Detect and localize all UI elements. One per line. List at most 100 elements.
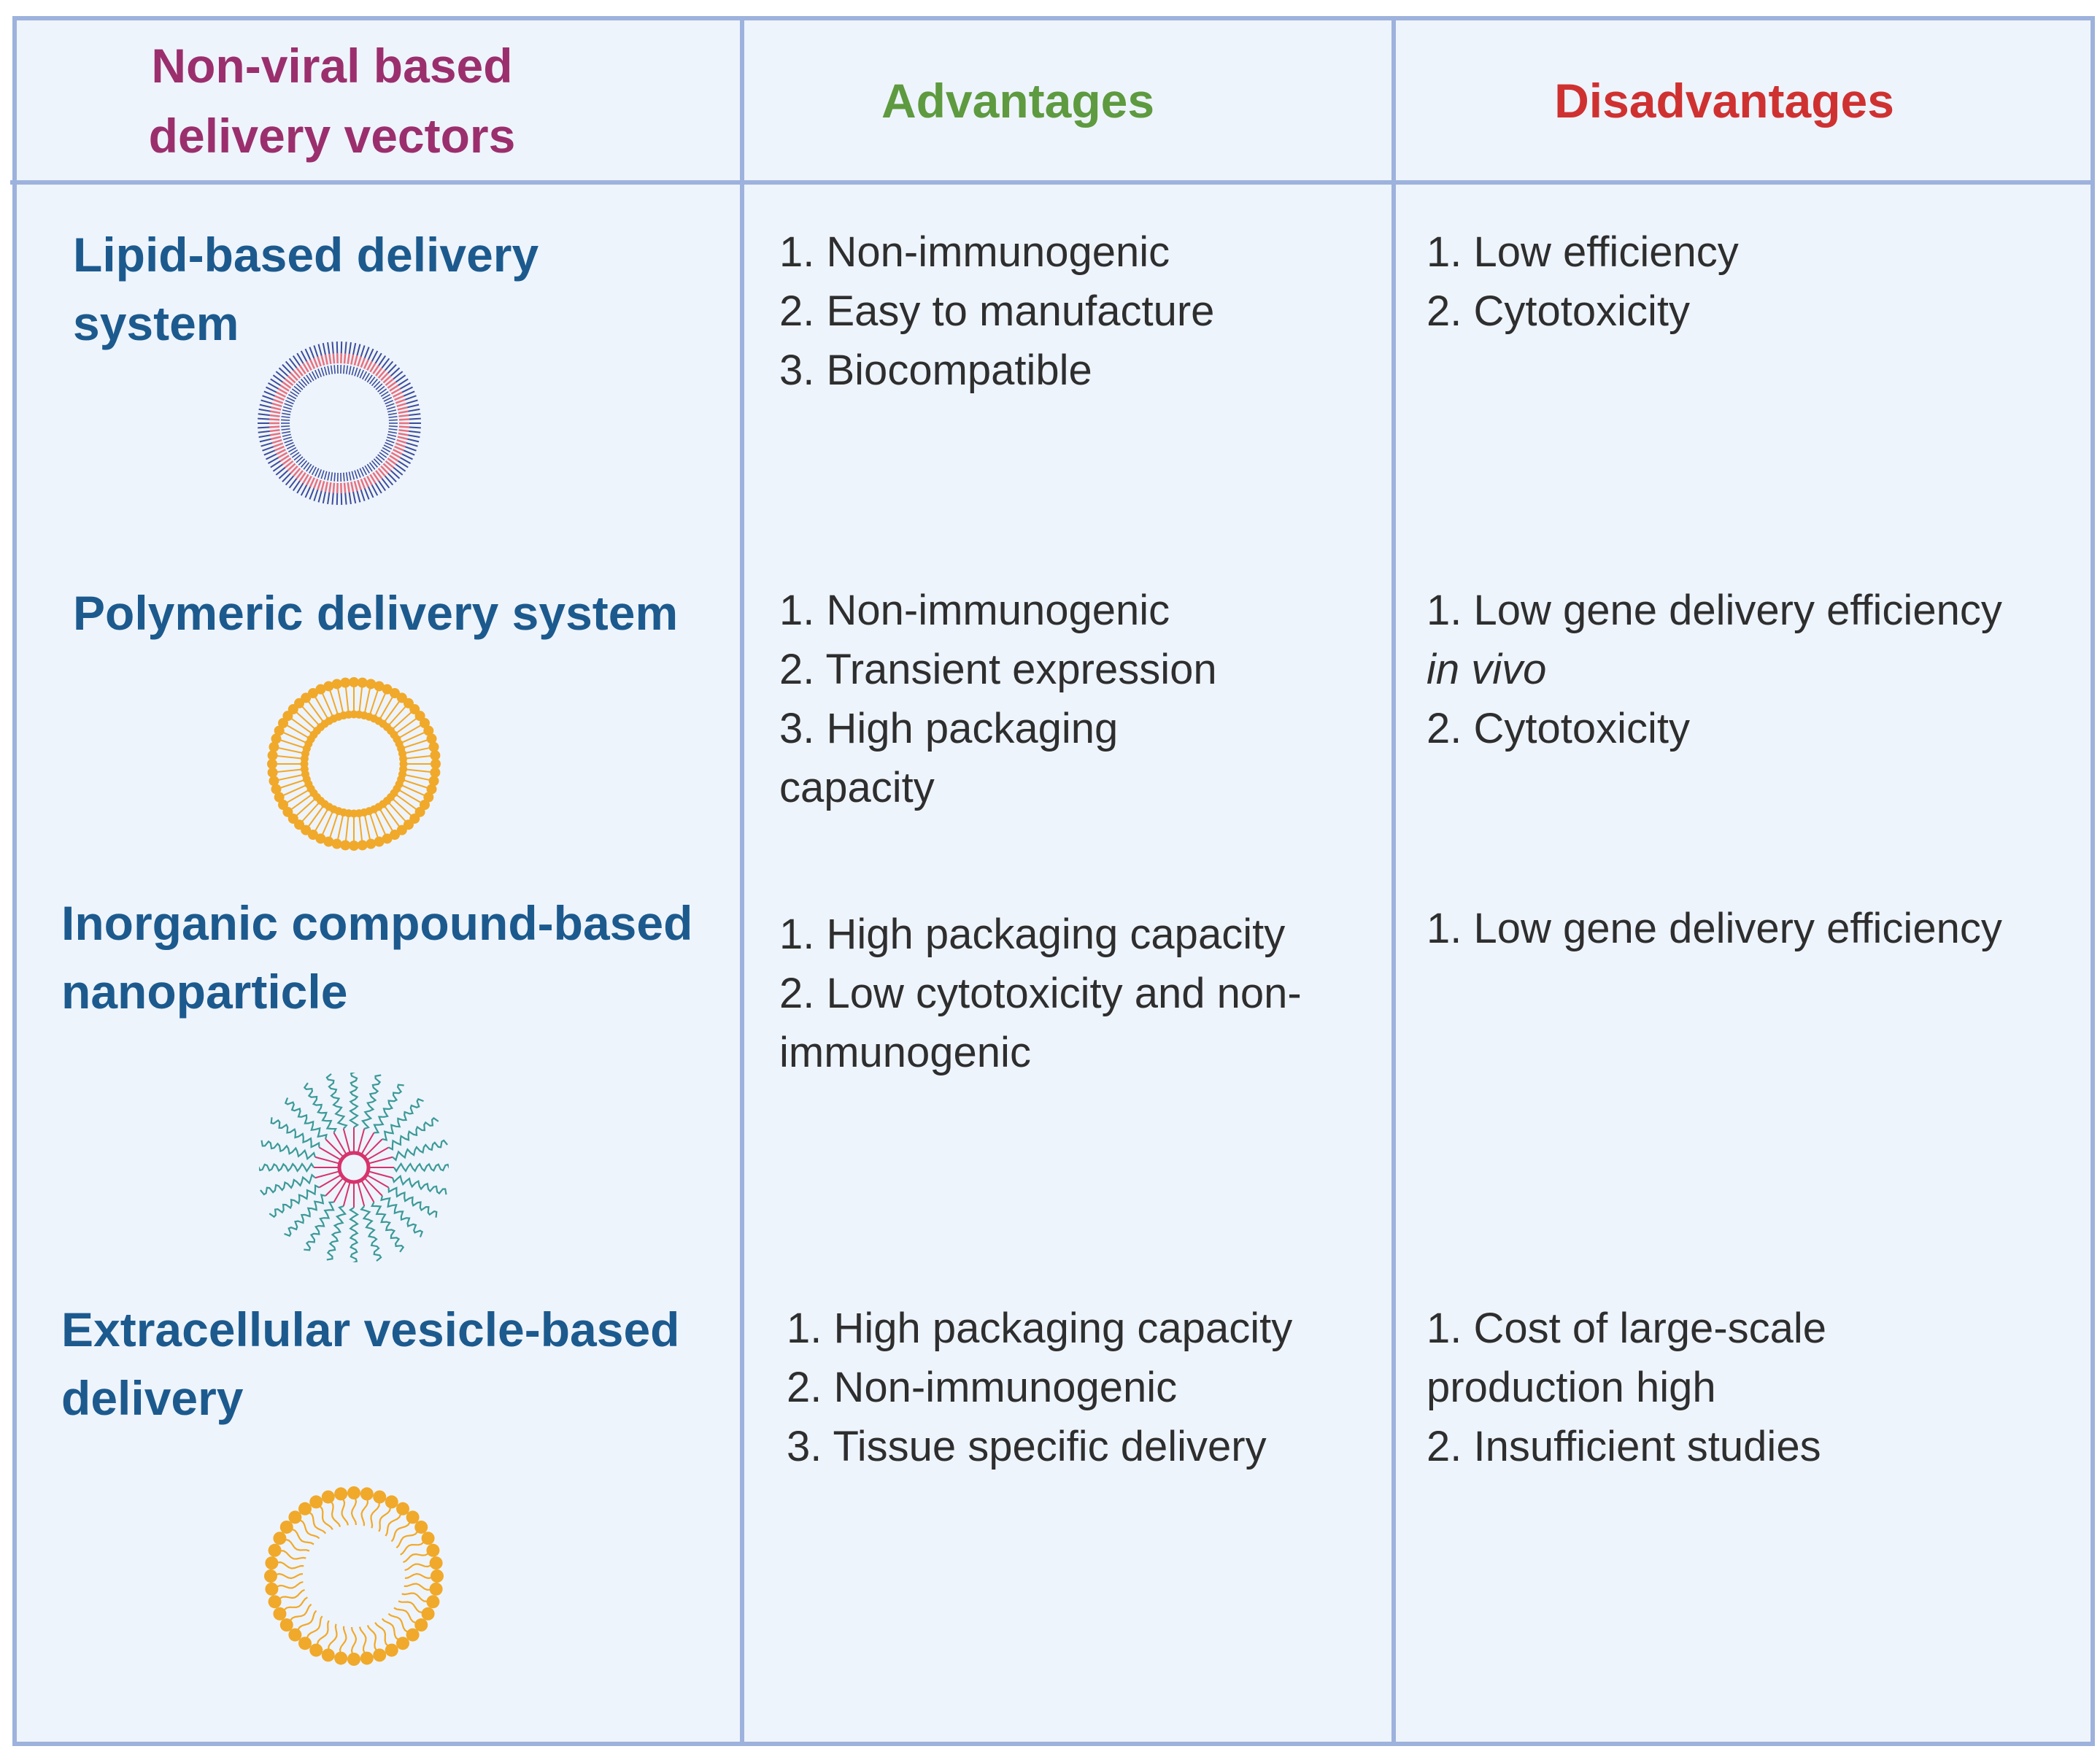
vesicle-head [298, 1502, 312, 1515]
polymer-tail [295, 710, 316, 730]
table-background [12, 16, 2095, 1746]
polymer-outer-head [315, 833, 326, 844]
advantages-list-lipid: 1. Non-immunogenic 2. Easy to manufactur… [779, 223, 1214, 400]
inorganic-linker [325, 1178, 344, 1197]
lipid-inner-tail [282, 409, 291, 413]
inorganic-chain [325, 1073, 348, 1130]
polymer-tail [369, 814, 379, 840]
polymer-outer-head [382, 833, 393, 844]
list-item: production high [1427, 1364, 1716, 1411]
lipid-head [290, 372, 298, 382]
inorganic-chain [303, 1082, 337, 1133]
polymer-tail [392, 710, 413, 730]
lipid-inner-tail [364, 465, 370, 474]
inorganic-chain [284, 1097, 328, 1140]
lipid-inner-tail [382, 447, 391, 453]
inorganic-chain [270, 1117, 320, 1148]
inorganic-nanoparticle-icon [259, 1073, 449, 1262]
polymer-outer-head [340, 677, 351, 688]
lipid-head [372, 365, 380, 375]
lipid-inner-tail [317, 469, 323, 478]
vesicle-head [373, 1648, 387, 1662]
lipid-head [385, 460, 395, 468]
polymer-tail [398, 724, 423, 738]
polymer-outer-head [267, 759, 277, 769]
polymer-outer-head [357, 840, 368, 851]
inorganic-chain [348, 1073, 360, 1128]
lipid-inner-tail [298, 458, 306, 466]
lipid-head [350, 354, 355, 365]
vesicle-head [273, 1532, 287, 1545]
list-item: immunogenic [779, 1029, 1031, 1076]
list-item: 2. Transient expression [779, 646, 1217, 693]
polymer-outer-head [430, 750, 441, 761]
vesicle-head [396, 1637, 410, 1650]
vesicle-head [414, 1618, 428, 1632]
polymer-tail [406, 754, 433, 760]
lipid-inner-tail [354, 367, 358, 376]
lipid-head [296, 367, 304, 376]
lipid-inner-tail [379, 452, 387, 458]
lipid-inner-tail [298, 381, 306, 388]
lipid-head [269, 425, 280, 428]
lipid-head [394, 445, 404, 452]
polymer-outer-head [390, 829, 400, 840]
polymer-tail [363, 687, 371, 713]
list-item: 2. Non-immunogenic [787, 1364, 1178, 1411]
vesicle-tail [404, 1562, 434, 1572]
inorganic-chain [360, 1074, 382, 1130]
polymer-outer-head [278, 800, 289, 810]
lipid-inner-tail [283, 436, 292, 441]
polymer-tail [314, 695, 328, 719]
inorganic-linker [367, 1146, 390, 1160]
polymer-outer-head [269, 741, 279, 752]
disadvantages-list-vesicle: 1. Cost of large-scale production high 2… [1427, 1299, 1826, 1476]
list-item: 2. Low cytotoxicity and non- [779, 970, 1302, 1017]
polymer-tail [405, 773, 431, 781]
lipid-inner-tail [291, 388, 300, 395]
lipid-head [279, 455, 290, 462]
polymer-tail [398, 789, 423, 804]
lipid-inner-tail [387, 433, 397, 437]
vesicle-head [309, 1495, 323, 1509]
list-item: 2. Easy to manufacture [779, 287, 1215, 335]
vesicle-head [279, 1520, 293, 1534]
vesicle-tail [387, 1613, 412, 1634]
vesicle-head [347, 1653, 360, 1666]
polymer-tail [314, 808, 328, 833]
vesicle-head [373, 1490, 387, 1504]
polymer-tail [336, 815, 344, 841]
lipid-inner-tail [375, 456, 383, 463]
polymer-outer-head [323, 681, 334, 692]
lipid-inner-tail [330, 472, 333, 482]
vesicle-head [429, 1582, 443, 1596]
lipid-head [397, 436, 408, 440]
lipid-inner-tail [356, 368, 361, 377]
lipid-head [279, 385, 290, 392]
inorganic-linker [342, 1182, 351, 1207]
lipid-head [350, 482, 355, 493]
list-item: 3. Tissue specific delivery [787, 1423, 1267, 1470]
vesicle-head [321, 1648, 335, 1662]
polymer-tail [277, 746, 303, 754]
vesicle-head [429, 1556, 443, 1570]
vesicle-head [298, 1637, 312, 1650]
polymer-tail [395, 717, 418, 734]
lipid-head [398, 429, 409, 433]
lipid-head [287, 375, 296, 384]
lipid-inner-tail [306, 374, 312, 383]
lipid-head [394, 395, 404, 401]
vesicle-head [385, 1643, 398, 1657]
lipid-inner-tail [290, 449, 298, 455]
vesicle-tail [339, 1626, 347, 1656]
lipid-inner-tail [387, 430, 397, 434]
lipid-head [377, 468, 386, 477]
polymer-tail [328, 688, 339, 714]
lipid-inner-tail [387, 412, 397, 416]
vesicle-tail [340, 1496, 350, 1526]
polymer-outer-head [331, 679, 342, 690]
lipid-inner-tail [362, 466, 368, 476]
list-item: 3. High packaging [779, 705, 1119, 752]
vesicle-head [288, 1510, 302, 1524]
